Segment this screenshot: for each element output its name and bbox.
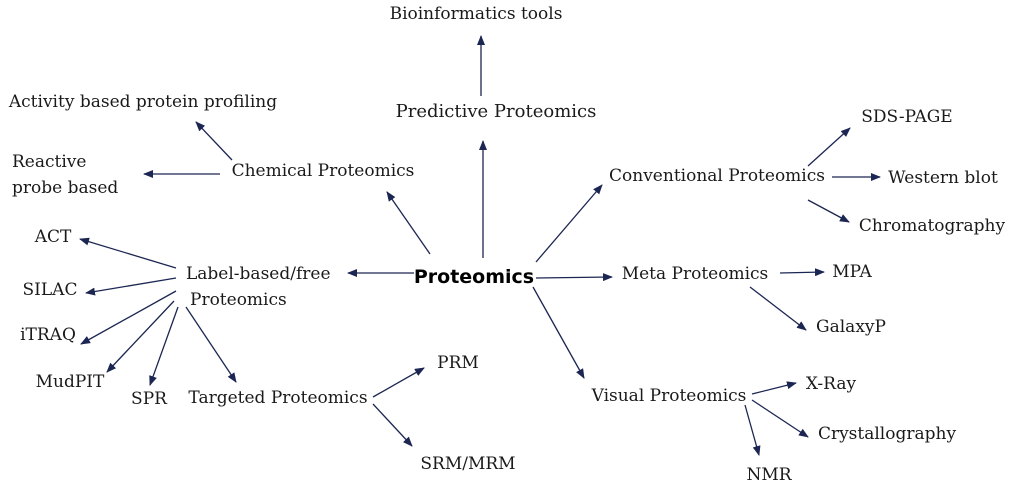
node-prm: PRM [437, 353, 479, 373]
node-label-based-free-line2: Proteomics [190, 290, 287, 310]
arrow-center-to-chemical [386, 191, 431, 255]
node-crystallography: Crystallography [818, 424, 957, 444]
node-predictive-proteomics: Predictive Proteomics [396, 101, 597, 122]
node-visual-proteomics: Visual Proteomics [591, 386, 747, 406]
node-reactive-probe-line2: probe based [12, 178, 118, 198]
node-spr: SPR [131, 389, 168, 409]
arrow-label-to-itraq [80, 290, 177, 345]
node-nmr: NMR [746, 465, 792, 485]
arrow-center-to-meta [535, 273, 613, 282]
node-srm-mrm: SRM/MRM [420, 454, 515, 474]
node-western-blot: Western blot [888, 168, 998, 188]
arrow-targeted-to-srm [372, 403, 413, 447]
node-activity-based-protein-profiling: Activity based protein profiling [8, 92, 277, 112]
node-labels: Proteomics Predictive Proteomics Bioinfo… [8, 4, 1006, 485]
node-chemical-proteomics: Chemical Proteomics [232, 161, 415, 181]
arrow-center-to-visual [532, 286, 585, 379]
arrow-visual-to-nmr [744, 404, 761, 456]
node-silac: SILAC [23, 280, 78, 300]
arrow-targeted-to-prm [372, 367, 425, 398]
node-targeted-proteomics: Targeted Proteomics [188, 388, 367, 408]
node-bioinformatics-tools: Bioinformatics tools [390, 4, 563, 24]
arrow-meta-to-mpa [779, 268, 825, 277]
connector-arrows [79, 35, 881, 456]
node-conventional-proteomics: Conventional Proteomics [609, 166, 825, 186]
arrow-label-to-mudpit [106, 300, 175, 373]
center-node-proteomics: Proteomics [414, 266, 534, 288]
arrow-label-to-spr [149, 306, 179, 386]
arrow-visual-to-xray [751, 381, 797, 395]
arrow-conventional-to-chromatography [807, 199, 850, 223]
arrow-center-to-conventional [535, 184, 603, 263]
arrow-meta-to-galaxyp [749, 286, 807, 331]
arrow-label-to-silac [85, 277, 177, 296]
arrow-visual-to-crystallography [751, 399, 809, 438]
arrow-conventional-to-sds [807, 127, 851, 167]
node-sds-page: SDS-PAGE [861, 107, 952, 127]
node-label-based-free-line1: Label-based/free [186, 264, 331, 284]
node-mudpit: MudPIT [36, 372, 105, 392]
node-xray: X-Ray [806, 374, 857, 394]
node-chromatography: Chromatography [859, 216, 1006, 236]
arrow-chemical-to-abpp [195, 121, 233, 161]
node-act: ACT [34, 227, 72, 247]
node-itraq: iTRAQ [20, 325, 76, 345]
arrow-label-to-act [79, 237, 177, 269]
node-reactive-probe-line1: Reactive [12, 152, 86, 172]
node-mpa: MPA [832, 262, 872, 282]
arrow-label-to-targeted [185, 306, 237, 383]
node-meta-proteomics: Meta Proteomics [622, 264, 769, 284]
node-galaxyp: GalaxyP [816, 317, 886, 337]
